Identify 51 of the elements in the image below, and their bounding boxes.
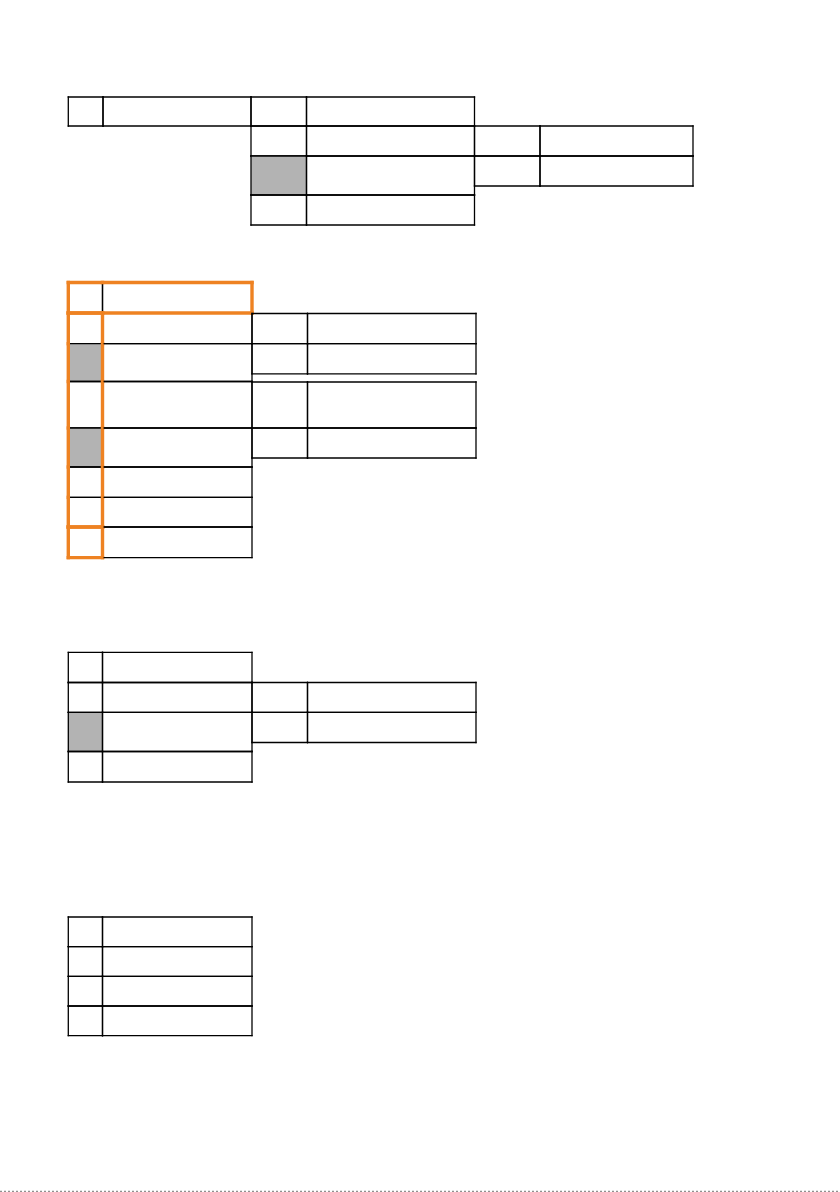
table-cell (251, 711, 309, 744)
table-cell (306, 681, 477, 713)
table-cell (250, 194, 308, 226)
table-cell (67, 681, 104, 713)
table-cell (539, 125, 694, 157)
table-cell (306, 711, 477, 744)
table-cell (67, 750, 104, 783)
table-cell (306, 343, 477, 375)
table-cell (101, 1005, 253, 1037)
table-cell (101, 711, 253, 753)
table-cell (250, 96, 308, 127)
table-cell (251, 312, 309, 345)
table-cell (66, 525, 105, 560)
table-cell (306, 312, 477, 345)
table-cell (473, 125, 541, 157)
table-cell (473, 155, 541, 187)
table-cell (305, 194, 476, 226)
table-cell (100, 280, 254, 315)
table-cell (67, 975, 104, 1007)
table-cell (250, 155, 308, 196)
table-cell (102, 96, 252, 127)
table-cell (101, 946, 253, 977)
table-cell (103, 496, 253, 528)
table-cell (103, 466, 253, 499)
table-cell (251, 427, 309, 459)
table-cell (305, 125, 476, 157)
table-cell (67, 946, 104, 977)
table-cell (67, 916, 104, 948)
table-cell (251, 681, 309, 713)
table-cell (67, 711, 104, 753)
table-cell (103, 427, 253, 468)
table-cell (67, 1005, 104, 1037)
table-cell (67, 651, 104, 684)
table-cell (66, 426, 105, 469)
table-cell (251, 343, 309, 375)
table-cell (101, 651, 253, 684)
table-cell (250, 125, 308, 157)
table-cell (103, 343, 253, 383)
table-cell (103, 526, 253, 559)
table-cell (101, 975, 253, 1007)
table-cell (306, 381, 477, 429)
table-cell (101, 681, 253, 713)
table-cell (306, 427, 477, 459)
table-cell (305, 155, 476, 196)
table-cell (539, 155, 694, 187)
table-cell (66, 342, 105, 384)
table-cell (67, 96, 104, 127)
table-cell (101, 916, 253, 948)
table-cell (305, 96, 476, 127)
table-cell (251, 381, 309, 429)
table-cell (101, 750, 253, 783)
